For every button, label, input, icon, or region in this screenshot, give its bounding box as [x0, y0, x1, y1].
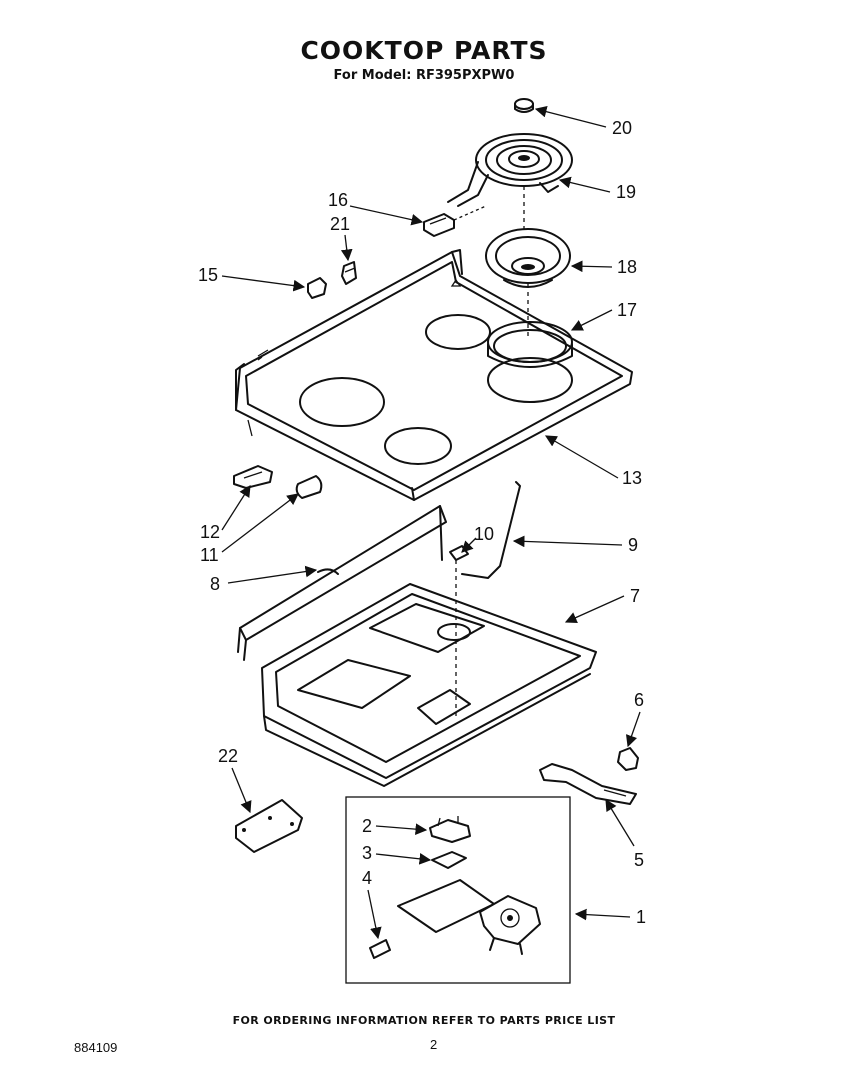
page-title: COOKTOP PARTS: [300, 36, 548, 65]
part-16-terminal-block: [423, 205, 487, 237]
callout-10: 10: [474, 524, 494, 544]
part-20-cap: [514, 98, 534, 113]
part-19-surface-element: [447, 133, 573, 232]
callout-13: 13: [622, 468, 642, 488]
callout-18: 18: [617, 257, 637, 277]
callout-17: 17: [617, 300, 637, 320]
callout-22: 22: [218, 746, 238, 766]
ordering-info-note: FOR ORDERING INFORMATION REFER TO PARTS …: [232, 1014, 616, 1027]
callout-7: 7: [630, 586, 640, 606]
part-12-bracket: [233, 465, 273, 489]
part-7-burner-box: [261, 583, 597, 787]
callout-15: 15: [198, 265, 218, 285]
part-17-trim-ring: [487, 321, 573, 368]
callout-6: 6: [634, 690, 644, 710]
callout-16: 16: [328, 190, 348, 210]
callout-2: 2: [362, 816, 372, 836]
part-10-clip: [449, 545, 469, 720]
part-22-bracket: [235, 799, 303, 853]
part-8-rear-panel: [237, 505, 447, 661]
part-13-cooktop: [235, 249, 633, 501]
part-15-clip: [307, 277, 327, 299]
part-18-drip-bowl: [485, 228, 571, 288]
callout-1: 1: [636, 907, 646, 927]
part-6-clip: [617, 747, 639, 771]
leader-lines: [221, 105, 641, 940]
part-4-label: [369, 939, 391, 959]
switch-kit-frame: [345, 796, 571, 984]
part-2-switch: [429, 816, 471, 843]
callout-8: 8: [210, 574, 220, 594]
part-3-plate: [431, 851, 467, 869]
callout-9: 9: [628, 535, 638, 555]
part-21-clip: [341, 261, 357, 285]
callout-12: 12: [200, 522, 220, 542]
part-11-spacer: [295, 475, 323, 499]
callout-3: 3: [362, 843, 372, 863]
callout-21: 21: [330, 214, 350, 234]
part-1-switch-assembly: [397, 879, 541, 955]
callout-5: 5: [634, 850, 644, 870]
callout-4: 4: [362, 868, 372, 888]
part-9-rod: [461, 481, 521, 579]
page-number: 2: [430, 1037, 438, 1052]
part-5-bracket: [539, 763, 637, 805]
model-subtitle: For Model: RF395PXPW0: [333, 68, 515, 83]
document-number: 884109: [74, 1040, 118, 1055]
callout-19: 19: [616, 182, 636, 202]
callout-11: 11: [200, 545, 219, 565]
callout-20: 20: [612, 118, 632, 138]
